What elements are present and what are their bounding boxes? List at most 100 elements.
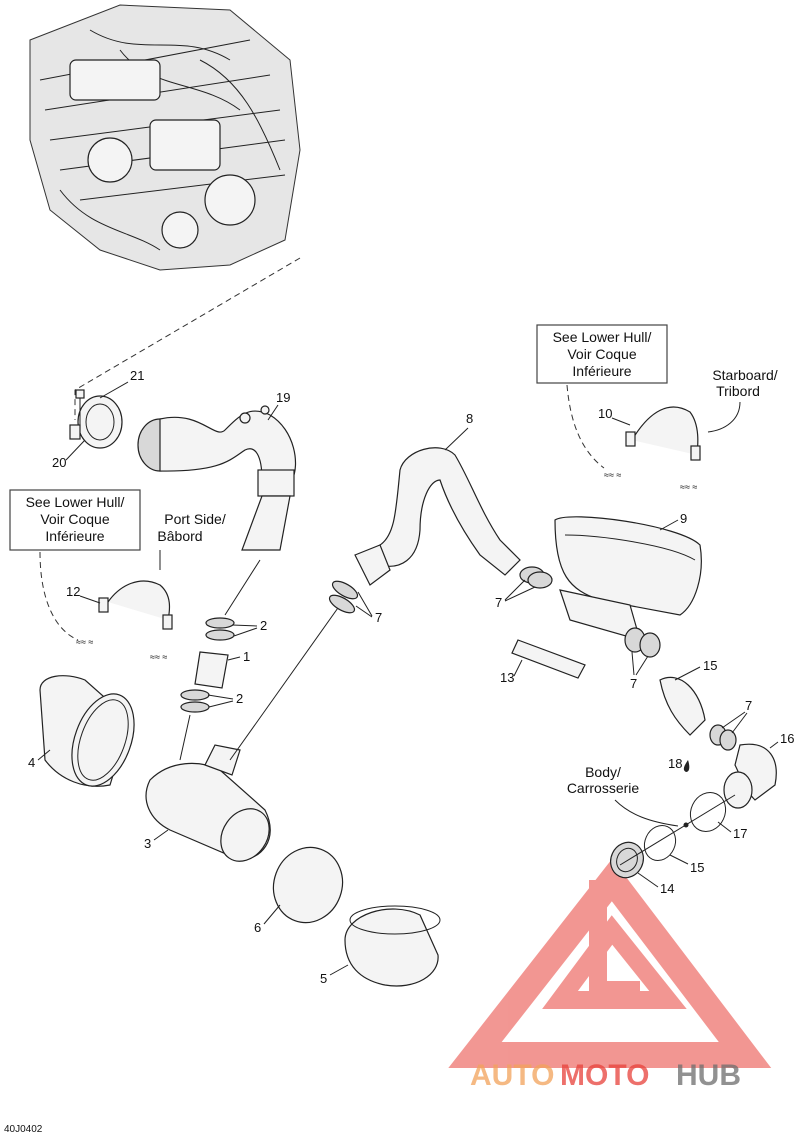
- svg-text:21: 21: [130, 368, 144, 383]
- svg-text:9: 9: [680, 511, 687, 526]
- note-lower-hull-right: See Lower Hull/ Voir Coque Inférieure: [536, 324, 668, 469]
- engine-illustration: [29, 4, 301, 271]
- svg-text:Starboard/: Starboard/: [712, 367, 777, 383]
- svg-text:13: 13: [500, 670, 514, 685]
- part-11-bar: [511, 639, 586, 679]
- svg-text:7: 7: [375, 610, 382, 625]
- part-2-clamp-lower: [180, 689, 210, 713]
- svg-text:Voir Coque: Voir Coque: [40, 511, 109, 527]
- part-7-clamp-mid: [519, 566, 553, 589]
- svg-text:15: 15: [703, 658, 717, 673]
- part-10-end-left: [625, 431, 636, 447]
- svg-text:18: 18: [668, 756, 682, 771]
- svg-text:7: 7: [745, 698, 752, 713]
- part-7-clamp-left: [328, 580, 359, 614]
- callout-21: 21: [99, 368, 144, 399]
- callout-2-lower: 2: [207, 691, 243, 708]
- svg-text:Body/: Body/: [585, 764, 621, 780]
- svg-text:AUTO: AUTO: [470, 1059, 554, 1092]
- callout-6: 6: [254, 904, 281, 935]
- callout-3: 3: [144, 829, 169, 851]
- callout-11: 13: [500, 659, 523, 685]
- part-12-hose: [107, 580, 171, 621]
- part-6-ring: [272, 846, 344, 924]
- part-2-clamp-upper: [205, 617, 235, 641]
- callout-2-upper: 2: [231, 618, 267, 637]
- svg-text:Carrosserie: Carrosserie: [567, 780, 640, 796]
- svg-text:≈≈ ≈: ≈≈ ≈: [150, 652, 167, 662]
- svg-text:3: 3: [144, 836, 151, 851]
- callout-16: 15: [669, 854, 704, 875]
- part-17-ring: [689, 792, 727, 832]
- svg-text:Bâbord: Bâbord: [157, 528, 202, 544]
- callout-7-left: 7: [355, 591, 382, 625]
- svg-text:≈≈ ≈: ≈≈ ≈: [680, 482, 697, 492]
- callout-1: 1: [227, 649, 250, 664]
- svg-text:HUB: HUB: [676, 1059, 741, 1092]
- svg-text:≈≈ ≈: ≈≈ ≈: [76, 637, 93, 647]
- callout-7-mid: 7: [495, 579, 536, 610]
- callout-8: 8: [444, 411, 473, 451]
- callout-4: 4: [28, 749, 51, 770]
- callout-12: 12: [66, 584, 101, 604]
- svg-text:1: 1: [243, 649, 250, 664]
- svg-text:Inférieure: Inférieure: [45, 528, 104, 544]
- hull-ref-left: ≈≈ ≈ ≈≈ ≈: [76, 637, 167, 662]
- part-5-cap: [344, 905, 441, 987]
- svg-text:See Lower Hull/: See Lower Hull/: [26, 494, 125, 510]
- svg-text:5: 5: [320, 971, 327, 986]
- part-21-bolt: [75, 389, 85, 425]
- svg-text:Tribord: Tribord: [716, 383, 760, 399]
- note-lower-hull-left: See Lower Hull/ Voir Coque Inférieure: [9, 489, 141, 641]
- part-13-hose: [659, 676, 706, 736]
- svg-text:20: 20: [52, 455, 66, 470]
- reference-code: 40J0402: [4, 1124, 43, 1135]
- part-10-hose: [631, 406, 699, 456]
- callout-7-right: 7: [721, 698, 752, 734]
- svg-text:19: 19: [276, 390, 290, 405]
- note-starboard: Starboard/ Tribord: [707, 367, 778, 433]
- svg-text:Voir Coque: Voir Coque: [567, 346, 636, 362]
- svg-text:See Lower Hull/: See Lower Hull/: [553, 329, 652, 345]
- part-18-sealant-icon: [683, 760, 690, 772]
- svg-text:MOTO: MOTO: [560, 1059, 649, 1092]
- part-9-resonator: [554, 516, 702, 641]
- svg-text:6: 6: [254, 920, 261, 935]
- callout-17: 17: [717, 821, 747, 841]
- watermark-logo: [448, 858, 772, 1068]
- svg-text:10: 10: [598, 406, 612, 421]
- note-port-side: Port Side/ Bâbord: [157, 511, 226, 570]
- svg-text:2: 2: [236, 691, 243, 706]
- svg-text:12: 12: [66, 584, 80, 599]
- callout-19: 19: [267, 390, 290, 421]
- part-15-nut: [610, 841, 644, 879]
- svg-text:Inférieure: Inférieure: [572, 363, 631, 379]
- part-7-clamp-13: [709, 724, 737, 751]
- callout-15: 14: [637, 872, 674, 896]
- callout-5: 5: [320, 964, 349, 986]
- part-16-ring: [643, 824, 677, 862]
- part-10-end-right: [690, 445, 701, 461]
- part-19-exhaust-pipe: [137, 405, 297, 551]
- callout-10: 10: [598, 406, 631, 426]
- svg-text:Port Side/: Port Side/: [164, 511, 226, 527]
- svg-text:2: 2: [260, 618, 267, 633]
- part-8-pipe: [354, 447, 521, 586]
- callout-14: 16: [769, 731, 794, 749]
- part-12-end-right: [162, 614, 173, 630]
- svg-text:8: 8: [466, 411, 473, 426]
- part-20-clamp: [69, 395, 123, 449]
- svg-text:14: 14: [660, 881, 674, 896]
- part-1-hose: [194, 651, 229, 689]
- callout-18: 18: [668, 756, 682, 771]
- callout-13: 15: [674, 658, 717, 681]
- svg-text:15: 15: [690, 860, 704, 875]
- hull-ref-right: ≈≈ ≈ ≈≈ ≈: [604, 470, 697, 492]
- svg-text:≈≈ ≈: ≈≈ ≈: [604, 470, 621, 480]
- svg-text:16: 16: [780, 731, 794, 746]
- part-12-end-left: [98, 597, 109, 613]
- svg-text:7: 7: [630, 676, 637, 691]
- svg-text:17: 17: [733, 826, 747, 841]
- note-body: Body/ Carrosserie: [567, 764, 679, 827]
